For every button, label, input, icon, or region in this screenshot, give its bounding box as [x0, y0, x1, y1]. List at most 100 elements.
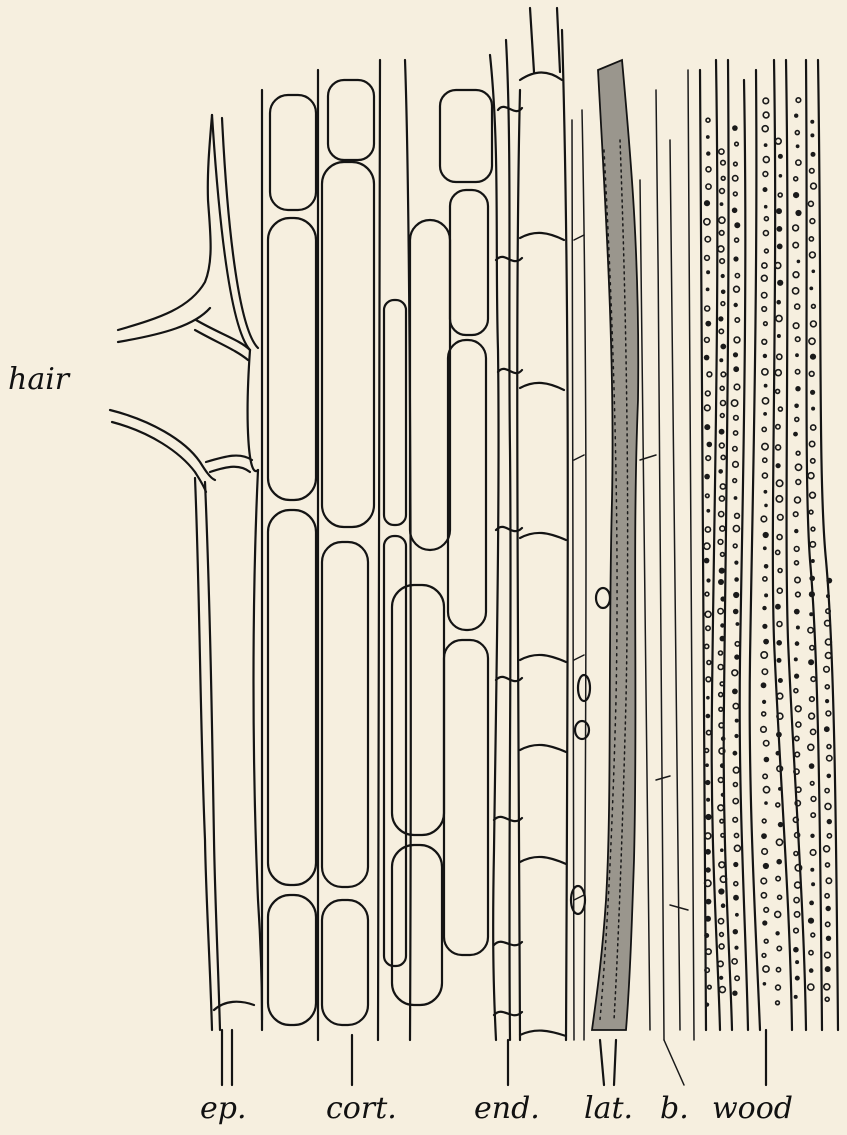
vessel-pit	[734, 882, 738, 886]
vessel-pit	[706, 184, 711, 189]
vessel-pit	[764, 384, 768, 388]
vessel-pit	[734, 162, 738, 166]
vessel-pit	[720, 189, 725, 194]
vessel-pit	[734, 561, 738, 565]
vessel-pit	[794, 529, 798, 533]
vessel-pit	[706, 288, 710, 292]
vessel-pit	[793, 192, 799, 198]
vessel-pit	[704, 933, 709, 938]
vessel-pit	[777, 280, 783, 286]
vessel-pit	[776, 859, 782, 865]
vessel-pit	[777, 334, 781, 338]
vessel-pit	[705, 237, 710, 242]
vessel-pit	[793, 512, 798, 517]
vessel-pit	[778, 407, 782, 411]
vessel-pit	[720, 386, 724, 390]
vessel-pit	[719, 862, 725, 868]
vessel-pit	[734, 496, 738, 500]
vessel-pit	[796, 451, 800, 455]
vessel-pit	[776, 389, 780, 393]
vessel-pit	[793, 432, 798, 437]
vessel-pit	[812, 270, 816, 274]
vessel-pit	[735, 976, 739, 980]
vessel-pit	[763, 577, 767, 581]
vessel-pit	[808, 918, 814, 924]
vessel-pit	[721, 274, 725, 278]
vessel-pit	[762, 126, 768, 132]
vessel-pit	[794, 657, 798, 661]
vessel-pit	[718, 469, 723, 474]
vessel-pit	[720, 763, 725, 768]
vessel-pit	[778, 678, 783, 683]
vessel-pit	[733, 592, 739, 598]
vessel-pit	[706, 696, 710, 700]
vessel-pit	[778, 154, 783, 159]
vessel-pit	[795, 370, 799, 374]
vessel-pit	[809, 237, 813, 241]
vessel-pit	[762, 369, 768, 375]
vessel-pit	[732, 991, 737, 996]
vessel-pit	[705, 644, 709, 648]
vessel-pit	[763, 412, 767, 416]
vessel-pit	[733, 447, 737, 451]
vessel-pit	[705, 763, 709, 767]
vessel-pit	[795, 801, 800, 806]
vessel-pit	[706, 167, 711, 172]
vessel-pit	[733, 751, 738, 756]
vessel-pit	[718, 888, 724, 894]
vessel-pit	[809, 371, 814, 376]
vessel-pit	[809, 901, 814, 906]
vessel-pit	[824, 667, 830, 673]
vessel-pit	[762, 398, 768, 404]
vessel-pit	[719, 358, 723, 362]
vessel-pit	[721, 455, 725, 459]
vessel-pit	[777, 588, 782, 593]
vessel-pit	[705, 749, 709, 753]
vessel-pit	[776, 1001, 780, 1005]
vessel-pit	[812, 304, 816, 308]
vessel-pit	[764, 322, 768, 326]
vessel-pit	[825, 699, 829, 703]
vessel-pit	[763, 966, 769, 972]
vessel-pit	[810, 542, 815, 547]
vessel-pit	[825, 952, 831, 958]
vessel-pit	[733, 929, 738, 934]
vessel-pit	[795, 577, 800, 582]
vessel-pit	[735, 142, 739, 146]
vessel-pit	[763, 172, 768, 177]
vessel-pit	[704, 558, 710, 564]
vessel-pit	[720, 414, 724, 418]
vessel-pit	[809, 576, 815, 582]
vessel-pit	[776, 463, 781, 468]
vessel-pit	[810, 492, 816, 498]
vessel-pit	[810, 868, 814, 872]
vessel-pit	[719, 429, 725, 435]
vessel-pit	[762, 339, 767, 344]
vessel-pit	[718, 246, 724, 252]
vessel-pit	[825, 997, 829, 1001]
vessel-pit	[735, 642, 739, 646]
vessel-pit	[825, 685, 829, 689]
vessel-pit	[764, 143, 768, 147]
vessel-pit	[808, 659, 814, 665]
vessel-pit	[809, 968, 814, 973]
vessel-pit	[794, 689, 798, 693]
vessel-pit	[777, 622, 782, 627]
bast-fibres	[640, 70, 694, 1085]
vessel-pit	[733, 352, 738, 357]
vessel-pit	[794, 898, 799, 903]
vessel-pit	[795, 706, 801, 712]
vessel-pit	[761, 727, 767, 733]
vessel-pit	[705, 306, 710, 311]
vessel-pit	[721, 176, 725, 180]
vessel-pit	[763, 639, 769, 645]
vessel-pit	[776, 425, 780, 429]
vessel-pit	[776, 208, 782, 214]
vessel-pit	[795, 304, 800, 309]
vessel-pit	[776, 300, 781, 305]
vessel-pit	[731, 400, 737, 406]
vessel-pit	[795, 353, 799, 357]
vessel-pit	[810, 782, 814, 786]
vessel-pit	[735, 318, 739, 322]
vessel-pit	[761, 275, 767, 281]
